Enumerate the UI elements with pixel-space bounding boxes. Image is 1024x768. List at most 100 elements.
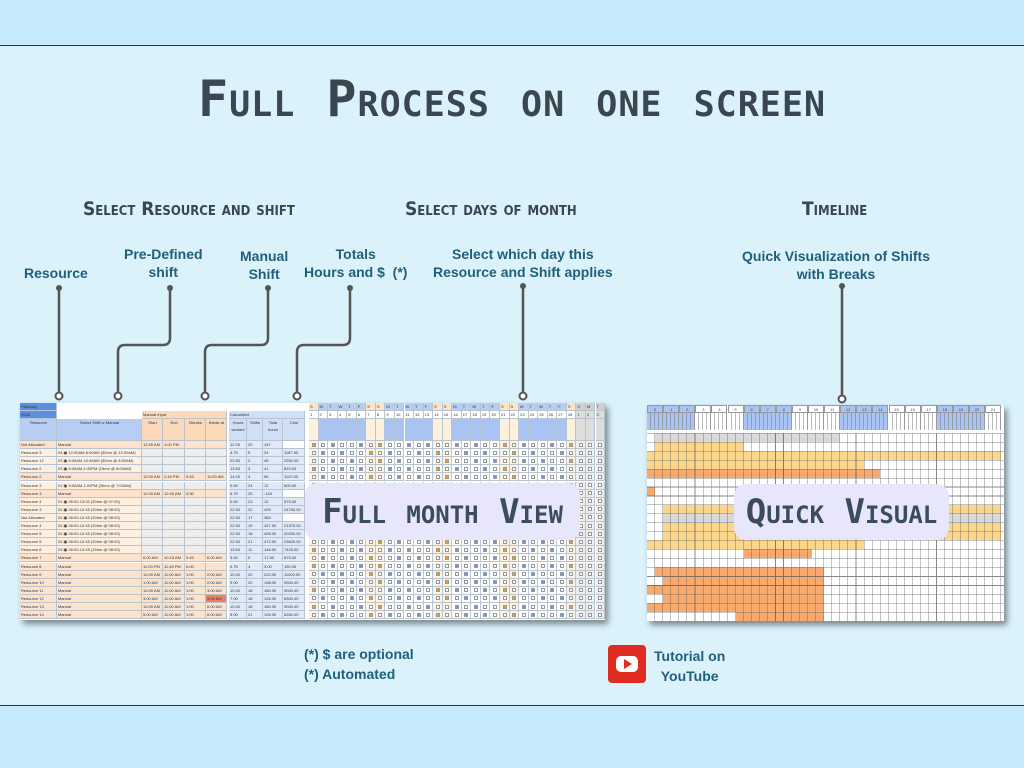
table-cell[interactable]	[163, 505, 185, 514]
day-checkbox[interactable]	[461, 611, 472, 620]
day-checkbox[interactable]	[318, 546, 329, 555]
table-cell[interactable]: Resource 14	[20, 611, 57, 620]
table-cell[interactable]: Resource 5	[20, 538, 57, 547]
day-checkbox[interactable]	[337, 449, 348, 458]
day-checkbox[interactable]	[547, 562, 558, 571]
day-checkbox[interactable]	[442, 586, 453, 595]
day-checkbox[interactable]	[404, 603, 415, 612]
day-checkbox[interactable]	[347, 594, 357, 603]
day-checkbox[interactable]	[585, 578, 596, 587]
day-checkbox[interactable]	[471, 611, 481, 620]
day-checkbox[interactable]	[461, 473, 472, 482]
day-checkbox[interactable]	[328, 441, 338, 450]
day-checkbox[interactable]	[394, 538, 405, 547]
day-checkbox[interactable]	[309, 578, 319, 587]
day-checkbox[interactable]	[385, 603, 395, 612]
day-checkbox[interactable]	[500, 594, 510, 603]
day-checkbox[interactable]	[366, 465, 376, 474]
table-cell[interactable]: Resource 2	[20, 473, 57, 482]
day-checkbox[interactable]	[366, 538, 376, 547]
table-cell[interactable]	[206, 457, 227, 466]
day-checkbox[interactable]	[566, 603, 577, 612]
table-cell[interactable]: 6:00 AM	[206, 603, 227, 612]
day-checkbox[interactable]	[356, 570, 367, 579]
day-checkbox[interactable]	[442, 611, 453, 620]
table-cell[interactable]	[142, 465, 163, 474]
day-checkbox[interactable]	[347, 570, 357, 579]
day-checkbox[interactable]	[490, 441, 500, 450]
day-checkbox[interactable]	[576, 441, 586, 450]
day-checkbox[interactable]	[309, 465, 319, 474]
day-checkbox[interactable]	[585, 554, 596, 563]
table-cell[interactable]: 1:00 AM	[142, 578, 163, 587]
table-cell[interactable]	[163, 522, 185, 531]
table-cell[interactable]	[185, 522, 206, 531]
day-checkbox[interactable]	[404, 586, 415, 595]
day-checkbox[interactable]	[585, 530, 596, 539]
shift-select[interactable]: Manual	[57, 562, 142, 571]
day-checkbox[interactable]	[356, 441, 367, 450]
day-checkbox[interactable]	[509, 603, 520, 612]
day-checkbox[interactable]	[461, 603, 472, 612]
table-cell[interactable]: 11:00 AM	[163, 570, 185, 579]
day-checkbox[interactable]	[404, 554, 415, 563]
table-cell[interactable]: 3:00 AM	[142, 594, 163, 603]
day-checkbox[interactable]	[538, 473, 548, 482]
table-cell[interactable]: 1:00	[185, 594, 206, 603]
day-checkbox[interactable]	[566, 611, 577, 620]
day-checkbox[interactable]	[566, 441, 577, 450]
day-checkbox[interactable]	[309, 473, 319, 482]
day-checkbox[interactable]	[576, 546, 586, 555]
day-checkbox[interactable]	[328, 586, 338, 595]
day-checkbox[interactable]	[375, 562, 386, 571]
table-cell[interactable]: 11:00 AM	[163, 611, 185, 620]
table-cell[interactable]	[142, 513, 163, 522]
day-checkbox[interactable]	[442, 449, 453, 458]
day-checkbox[interactable]	[375, 578, 386, 587]
day-checkbox[interactable]	[442, 441, 453, 450]
day-checkbox[interactable]	[500, 546, 510, 555]
day-checkbox[interactable]	[585, 473, 596, 482]
day-checkbox[interactable]	[433, 578, 443, 587]
day-checkbox[interactable]	[576, 603, 586, 612]
day-checkbox[interactable]	[309, 538, 319, 547]
day-checkbox[interactable]	[566, 554, 577, 563]
day-checkbox[interactable]	[423, 457, 434, 466]
day-checkbox[interactable]	[480, 441, 491, 450]
day-checkbox[interactable]	[366, 586, 376, 595]
day-checkbox[interactable]	[585, 546, 596, 555]
day-checkbox[interactable]	[471, 586, 481, 595]
day-checkbox[interactable]	[566, 465, 577, 474]
day-checkbox[interactable]	[375, 465, 386, 474]
shift-select[interactable]: 03 ▣ 6:00AM-10:45AM (30mn @ 8:00AM)	[57, 457, 142, 466]
day-checkbox[interactable]	[509, 562, 520, 571]
table-cell[interactable]: 0:45	[185, 554, 206, 563]
day-checkbox[interactable]	[366, 603, 376, 612]
day-checkbox[interactable]	[433, 603, 443, 612]
day-checkbox[interactable]	[528, 473, 539, 482]
day-checkbox[interactable]	[538, 570, 548, 579]
day-checkbox[interactable]	[471, 570, 481, 579]
day-checkbox[interactable]	[461, 562, 472, 571]
day-checkbox[interactable]	[595, 481, 606, 490]
day-checkbox[interactable]	[423, 562, 434, 571]
day-checkbox[interactable]	[500, 562, 510, 571]
table-cell[interactable]	[163, 481, 185, 490]
day-checkbox[interactable]	[347, 554, 357, 563]
day-checkbox[interactable]	[480, 473, 491, 482]
day-checkbox[interactable]	[576, 554, 586, 563]
day-checkbox[interactable]	[528, 603, 539, 612]
column-header-start[interactable]: Start	[142, 419, 163, 441]
day-checkbox[interactable]	[375, 570, 386, 579]
table-cell[interactable]	[206, 538, 227, 547]
table-cell[interactable]: 12:00 AM	[142, 489, 163, 498]
day-checkbox[interactable]	[528, 457, 539, 466]
day-checkbox[interactable]	[318, 473, 329, 482]
day-checkbox[interactable]	[538, 441, 548, 450]
day-checkbox[interactable]	[490, 570, 500, 579]
day-checkbox[interactable]	[480, 603, 491, 612]
day-checkbox[interactable]	[423, 538, 434, 547]
day-checkbox[interactable]	[433, 594, 443, 603]
day-checkbox[interactable]	[528, 441, 539, 450]
day-checkbox[interactable]	[595, 497, 606, 506]
